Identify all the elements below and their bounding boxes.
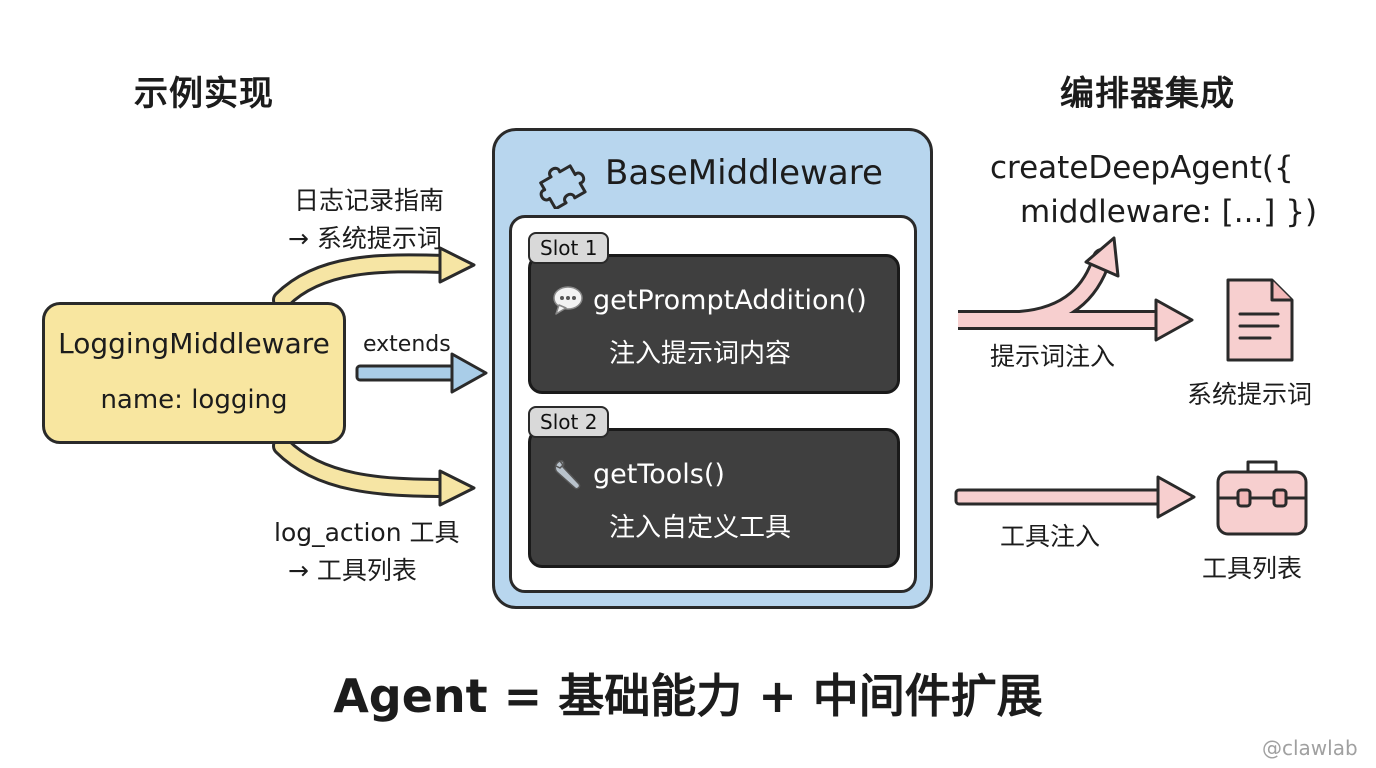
label-to-system-prompt: → 系统提示词 [288,224,442,253]
watermark: @clawlab [1262,736,1358,760]
slot-1-method-row: getPromptAddition() [551,283,867,317]
arrow-logging-to-prompt [272,246,476,310]
base-middleware-box: BaseMiddleware getPromptAddition() 注入提示词… [492,128,933,609]
slot-2-method: getTools() [593,458,725,490]
puzzle-icon [539,164,587,209]
slot-1-method: getPromptAddition() [593,284,867,316]
logging-middleware-name: name: logging [100,385,288,415]
label-to-tool-list: → 工具列表 [288,556,417,585]
slot-1-card: getPromptAddition() 注入提示词内容 [528,254,900,394]
logging-middleware-title: LoggingMiddleware [58,327,330,360]
slot-2-card: getTools() 注入自定义工具 [528,428,900,568]
document-icon [1226,278,1294,362]
code-line-create-agent: createDeepAgent({ [990,150,1294,186]
toolbox-icon [1216,460,1308,536]
label-extends: extends [363,332,451,357]
slot-2-badge: Slot 2 [528,406,610,438]
wrench-icon [554,460,581,490]
label-prompt-injection: 提示词注入 [990,342,1116,371]
slot-1-badge: Slot 1 [528,232,610,264]
base-middleware-inner-panel: getPromptAddition() 注入提示词内容 getTools() 注… [509,215,917,593]
label-tool-injection: 工具注入 [1000,522,1101,551]
label-tool-list: 工具列表 [1202,554,1303,583]
slot-2-method-row: getTools() [551,457,725,491]
code-line-middleware: middleware: [...] }) [1020,194,1318,230]
speech-bubble-icon [553,286,583,315]
label-system-prompt: 系统提示词 [1187,380,1313,409]
arrow-prompt-injection [958,236,1194,342]
arrow-tool-injection [954,475,1196,519]
arrow-extends [355,352,488,394]
slot-2-description: 注入自定义工具 [609,513,792,543]
heading-orchestrator-integration: 编排器集成 [1060,74,1235,114]
arrow-logging-to-tools [272,436,476,507]
base-middleware-title: BaseMiddleware [605,153,883,193]
heading-example-implementation: 示例实现 [134,74,274,114]
logging-middleware-box: LoggingMiddleware name: logging [42,302,346,444]
footer-formula: Agent = 基础能力 + 中间件扩展 [333,669,1043,723]
slot-1-description: 注入提示词内容 [609,339,792,369]
label-logging-guide: 日志记录指南 [294,186,445,215]
label-log-action-tool: log_action 工具 [274,518,460,547]
